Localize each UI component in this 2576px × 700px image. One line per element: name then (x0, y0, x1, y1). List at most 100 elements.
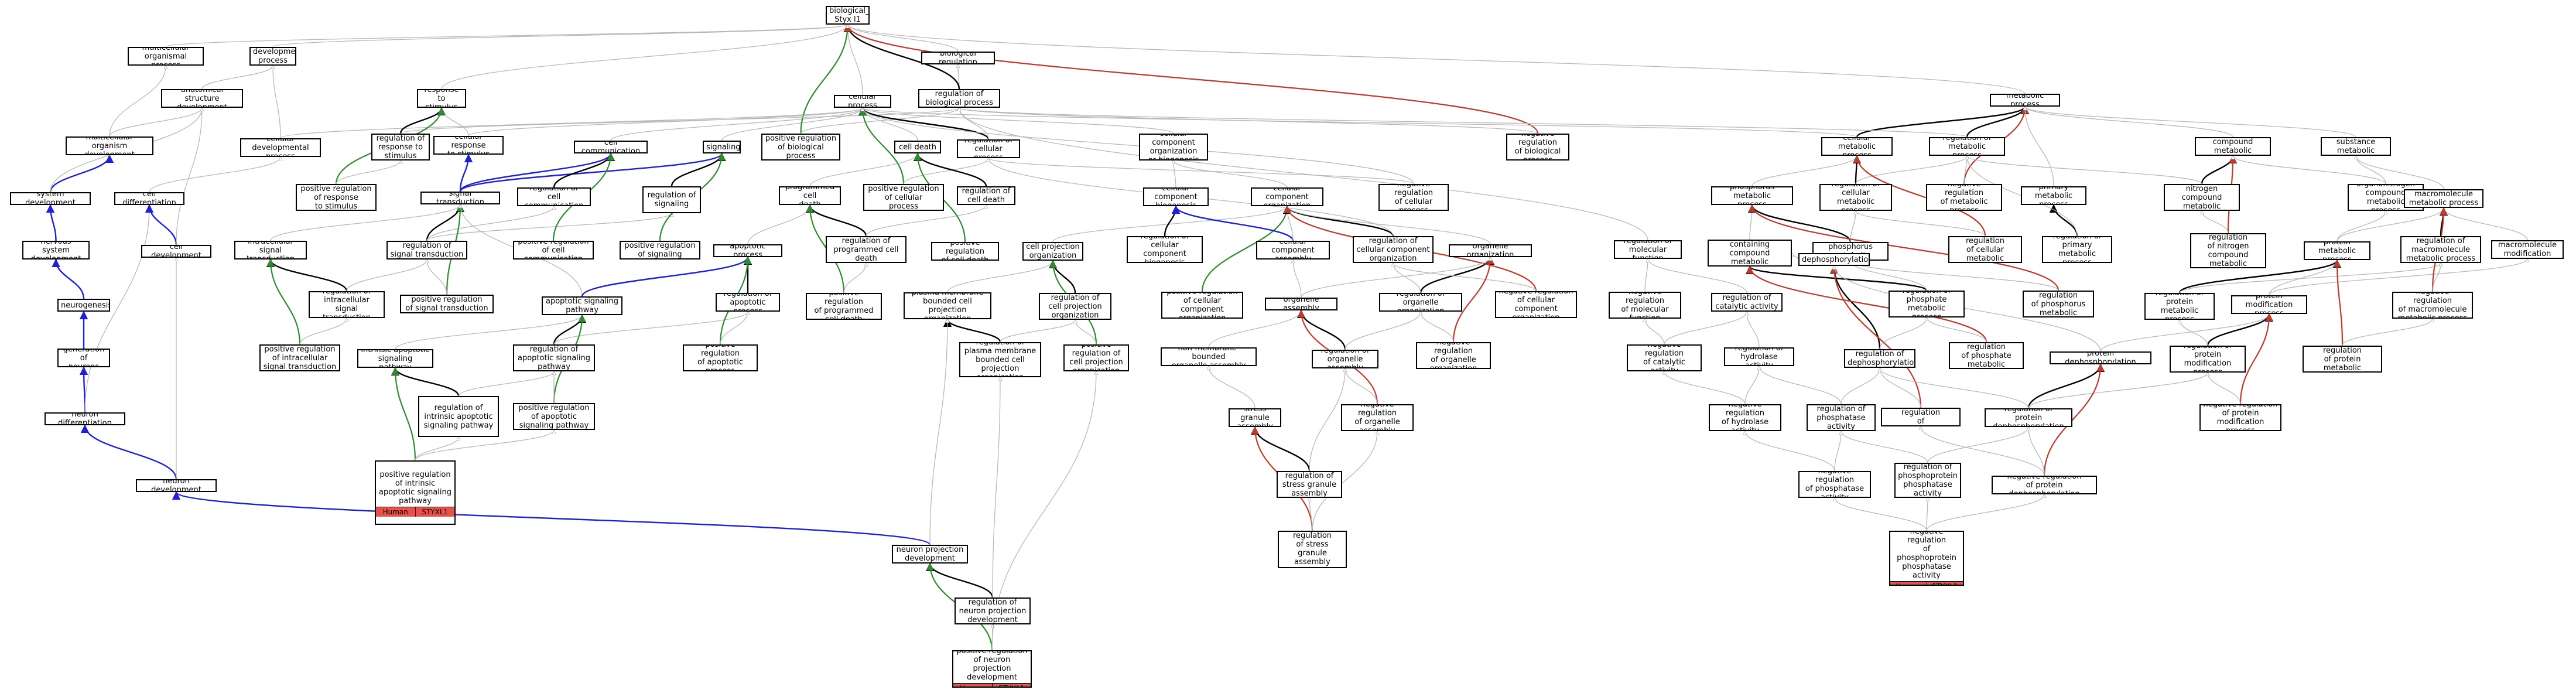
go-term-reg-intr-apop[interactable]: regulation of intrinsic apoptotic signal… (418, 396, 499, 437)
go-term-neg-reg-bio[interactable]: negative regulation of biological proces… (1506, 134, 1569, 161)
go-term-reg-cell-death[interactable]: regulation of cell death (957, 186, 1015, 205)
go-term-bp[interactable]: biological_process Styx l1 (826, 6, 870, 25)
go-term-reg-pcd[interactable]: regulation of programmed cell death (826, 236, 906, 263)
go-term-pcc-met[interactable]: phosphate-containing compound metabolic … (1708, 240, 1792, 267)
go-term-mop[interactable]: multicellular organismal process (128, 47, 204, 66)
go-term-reg-sga[interactable]: regulation of stress granule assembly (1277, 471, 1342, 498)
go-term-pos-reg-pcd[interactable]: positive regulation of programmed cell d… (806, 293, 882, 320)
go-term-apop-sig[interactable]: apoptotic signaling pathway (542, 296, 622, 315)
go-term-neg-reg-prot-mod[interactable]: negative regulation of protein modificat… (2199, 404, 2281, 431)
go-term-dephos[interactable]: dephosphorylation (1798, 253, 1870, 266)
go-term-reg-phosphatase[interactable]: regulation of phosphatase activity (1807, 404, 1876, 431)
go-term-intr-apop[interactable]: intrinsic apoptotic signaling pathway (357, 349, 433, 368)
go-term-phos-met[interactable]: phosphorus metabolic process (1711, 186, 1793, 205)
go-term-sys-dev[interactable]: system development (10, 192, 91, 205)
go-term-neg-reg-macro[interactable]: negative regulation of macromolecule met… (2392, 292, 2473, 319)
go-term-reg-cell-proc[interactable]: regulation of cellular process (957, 139, 1020, 158)
go-term-pos-reg-cell-comm[interactable]: positive regulation of cell communicatio… (513, 241, 594, 259)
go-term-reg-hyd[interactable]: regulation of hydrolase activity (1724, 347, 1794, 366)
go-term-neg-reg-met[interactable]: negative regulation of metabolic process (1926, 184, 2002, 211)
go-term-neg-reg-ppp[interactable]: negative regulation of phosphoprotein ph… (1889, 531, 1964, 586)
go-term-reg-prot-met[interactable]: regulation of protein metabolic process (2144, 293, 2215, 320)
go-term-neuron-diff[interactable]: neuron differentiation (45, 412, 125, 425)
go-term-cca[interactable]: cellular component assembly (1256, 241, 1330, 259)
go-term-reg-met[interactable]: regulation of metabolic process (1929, 137, 2005, 156)
go-term-reg-pcc-met[interactable]: regulation of phosphate metabolic proces… (1889, 291, 1965, 317)
go-term-reg-apop[interactable]: regulation of apoptotic process (716, 293, 780, 312)
go-term-npd[interactable]: neuron projection development (892, 545, 968, 564)
go-term-cell-proc[interactable]: cellular process (834, 95, 891, 108)
go-term-prot-met[interactable]: protein metabolic process (2304, 241, 2370, 260)
go-term-macro[interactable]: macromolecule metabolic process (2404, 189, 2483, 208)
go-term-sig-trans[interactable]: signal transduction (420, 192, 500, 204)
go-term-resp-stim[interactable]: response to stimulus (417, 89, 466, 108)
go-term-ncm[interactable]: nitrogen compound metabolic process (2195, 137, 2271, 156)
go-term-reg-macro[interactable]: regulation of macromolecule metabolic pr… (2400, 236, 2481, 263)
go-term-nmbo[interactable]: non-membrane-bounded organelle assembly (1161, 347, 1257, 366)
go-term-cell-resp[interactable]: cellular response to stimulus (433, 136, 504, 155)
go-term-pcd[interactable]: programmed cell death (779, 186, 841, 205)
go-term-reg-intra-sig[interactable]: regulation of intracellular signal trans… (309, 291, 385, 318)
go-term-asd[interactable]: anatomical structure development (161, 89, 243, 108)
go-term-orgn[interactable]: organonitrogen compound metabolic proces… (2348, 184, 2424, 211)
go-term-prim-met[interactable]: primary metabolic process (2021, 186, 2086, 205)
go-term-cell-proj-org[interactable]: cell projection organization (1022, 242, 1083, 261)
go-term-pos-reg-bio[interactable]: positive regulation of biological proces… (761, 134, 840, 161)
go-term-pos-reg-resp[interactable]: positive regulation of response to stimu… (296, 184, 377, 211)
go-term-neg-reg-pcc-met[interactable]: negative regulation of phosphate metabol… (1949, 342, 2024, 369)
go-term-org-org[interactable]: organelle organization (1449, 244, 1532, 257)
go-term-pos-reg-intr-apop[interactable]: positive regulation of intrinsic apoptot… (375, 460, 456, 525)
go-term-reg-ncm[interactable]: regulation of nitrogen compound metaboli… (2164, 184, 2240, 211)
go-term-org-sub[interactable]: organic substance metabolic process (2321, 137, 2391, 156)
go-term-cco[interactable]: cellular component organization (1251, 187, 1323, 206)
go-term-ns-dev[interactable]: nervous system development (22, 241, 90, 259)
go-term-neg-reg-cco[interactable]: negative regulation of cellular componen… (1495, 291, 1577, 318)
go-term-dev[interactable]: developmental process (249, 47, 296, 66)
go-term-reg-prim-met[interactable]: regulation of primary metabolic process (2042, 236, 2112, 263)
go-term-mod[interactable]: multicellular organism development (66, 136, 153, 155)
go-term-pos-reg-intra[interactable]: positive regulation of intracellular sig… (259, 344, 340, 371)
go-term-reg-ccb[interactable]: regulation of cellular component biogene… (1127, 236, 1203, 263)
go-term-neg-reg-org-assem[interactable]: negative regulation of organelle assembl… (1341, 404, 1414, 431)
go-term-neg-reg-cell-met[interactable]: negative regulation of cellular metaboli… (1948, 236, 2022, 263)
go-term-reg-resp[interactable]: regulation of response to stimulus (371, 134, 430, 161)
go-term-reg-signaling[interactable]: regulation of signaling (642, 186, 701, 213)
go-term-bio-reg[interactable]: biological regulation (921, 52, 995, 64)
go-term-intra-sig[interactable]: intracellular signal transduction (234, 241, 307, 259)
go-term-pos-reg-cell-proc[interactable]: positive regulation of cellular process (863, 184, 944, 211)
go-term-apop-proc[interactable]: apoptotic process (713, 244, 782, 257)
go-term-reg-cell-proj-org[interactable]: regulation of cell projection organizati… (1039, 293, 1111, 320)
go-term-neg-reg-prot-dephos[interactable]: negative regulation of protein dephospho… (1992, 476, 2097, 494)
go-term-reg-bio[interactable]: regulation of biological process (918, 89, 1000, 108)
go-term-pm-bcp[interactable]: plasma membrane bounded cell projection … (904, 292, 991, 319)
go-term-neg-reg-sga[interactable]: negative regulation of stress granule as… (1278, 531, 1347, 568)
go-term-reg-sig-trans[interactable]: regulation of signal transduction (386, 241, 467, 259)
go-term-org-assem[interactable]: organelle assembly (1265, 298, 1337, 310)
go-term-reg-prot-dephos[interactable]: regulation of protein dephosphorylation (1985, 408, 2072, 427)
go-term-signaling[interactable]: signaling (703, 141, 741, 153)
go-term-cell-death[interactable]: cell death (894, 141, 941, 153)
go-term-reg-prot-mod[interactable]: regulation of protein modification proce… (2170, 346, 2246, 373)
go-term-pos-reg-sig-trans[interactable]: positive regulation of signal transducti… (400, 295, 494, 313)
go-term-reg-org-org[interactable]: regulation of organelle organization (1379, 293, 1462, 312)
go-term-reg-cell-comm[interactable]: regulation of cell communication (517, 187, 591, 206)
go-term-reg-npd[interactable]: regulation of neuron projection developm… (955, 597, 1031, 624)
go-term-gen-neurons[interactable]: generation of neurons (57, 349, 110, 367)
go-term-neg-reg-cell-proc[interactable]: negative regulation of cellular process (1378, 184, 1449, 211)
go-term-reg-pm-bcp[interactable]: regulation of plasma membrane bounded ce… (959, 342, 1041, 377)
go-term-reg-cco[interactable]: regulation of cellular component organiz… (1353, 236, 1434, 263)
go-term-cdp[interactable]: cellular developmental process (240, 138, 321, 157)
go-term-pos-reg-cell-proj-org[interactable]: positive regulation of cell projection o… (1063, 344, 1129, 371)
go-term-reg-ppp[interactable]: regulation of phosphoprotein phosphatase… (1894, 463, 1961, 498)
go-term-cell-met[interactable]: cellular metabolic process (1821, 137, 1893, 156)
go-term-reg-mol-func[interactable]: regulation of molecular function (1614, 240, 1682, 259)
go-term-reg-org-assem[interactable]: regulation of organelle assembly (1312, 350, 1378, 368)
go-term-cell-diff[interactable]: cell differentiation (114, 192, 184, 205)
go-term-neg-reg-mol-func[interactable]: negative regulation of molecular functio… (1609, 292, 1681, 319)
go-term-neurogenesis[interactable]: neurogenesis (57, 299, 110, 312)
go-term-neg-reg-prot-met[interactable]: negative regulation of protein metabolic… (2303, 346, 2382, 373)
go-term-neg-reg-ncm[interactable]: negative regulation of nitrogen compound… (2190, 233, 2266, 268)
go-term-neg-reg-phos-met[interactable]: negative regulation of phosphorus metabo… (2023, 291, 2094, 317)
go-term-neg-reg-phosphatase[interactable]: negative regulation of phosphatase activ… (1798, 471, 1871, 498)
go-term-neg-reg-dephos[interactable]: negative regulation of dephosphorylation (1881, 408, 1961, 426)
